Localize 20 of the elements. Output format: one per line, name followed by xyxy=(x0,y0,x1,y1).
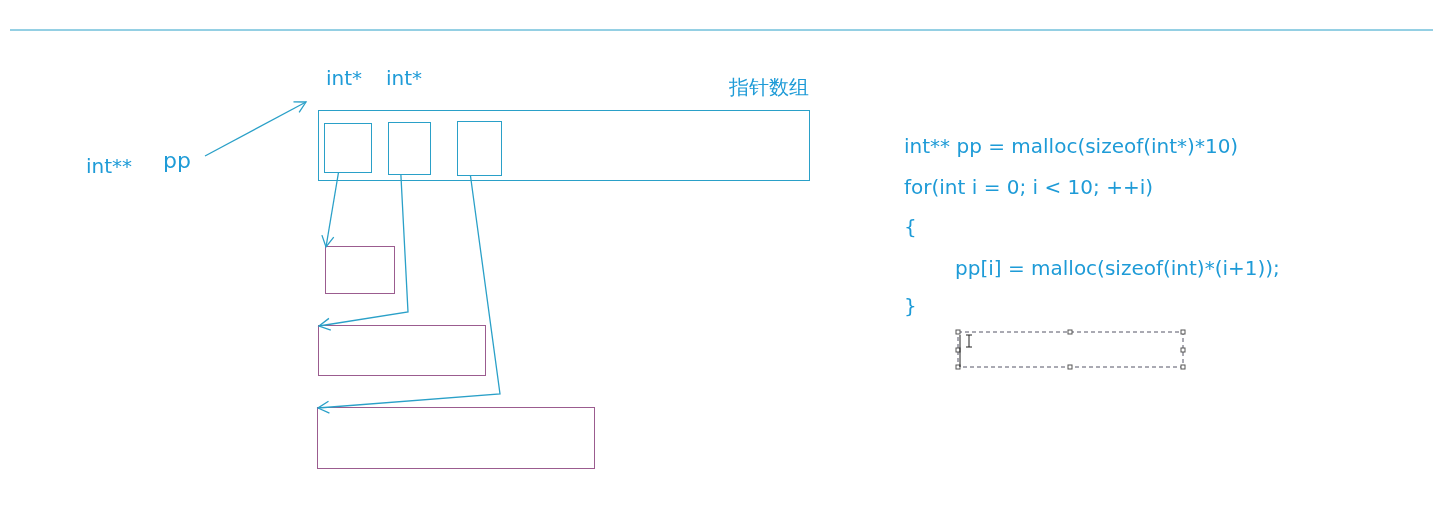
code-line: { xyxy=(904,217,917,237)
code-line: for(int i = 0; i < 10; ++i) xyxy=(904,177,1154,197)
array-cell xyxy=(457,121,502,176)
variable-label: pp xyxy=(163,146,203,176)
type-label: int* xyxy=(386,68,423,88)
memory-block xyxy=(317,407,595,469)
type-label: int* xyxy=(326,68,363,88)
arrow xyxy=(321,172,340,248)
array-title: 指针数组 xyxy=(729,77,809,97)
type-label: int** xyxy=(86,156,133,176)
code-line: pp[i] = malloc(sizeof(int)*(i+1)); xyxy=(955,258,1280,278)
memory-block xyxy=(318,325,486,376)
array-cell xyxy=(324,123,372,173)
arrow xyxy=(317,175,501,414)
array-cell xyxy=(388,122,431,175)
code-line: } xyxy=(904,296,917,316)
code-line: int** pp = malloc(sizeof(int*)*10) xyxy=(904,136,1239,156)
arrow xyxy=(318,174,409,331)
memory-block xyxy=(325,246,395,294)
arrow xyxy=(204,101,307,157)
